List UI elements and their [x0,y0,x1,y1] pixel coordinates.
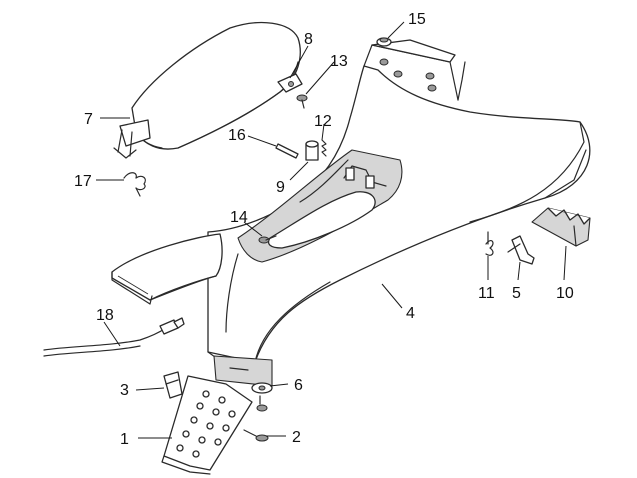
callout-2: 2 [292,429,301,446]
bracket-5-part [507,235,535,265]
clip-3-part [163,371,183,399]
callout-9: 9 [276,179,285,196]
spring-17-part [123,172,146,197]
callout-labels: 1 2 3 4 5 6 7 8 9 10 11 12 13 14 15 16 1… [74,11,574,448]
callout-11: 11 [478,285,495,302]
storage-tray-part [111,233,223,305]
screw-14-part [258,235,277,244]
callout-18: 18 [96,307,114,324]
callout-4: 4 [406,305,415,322]
spring-11-part [485,231,494,256]
clip-part [277,73,303,93]
spring-12-part [321,139,327,157]
rubber-block-10-part [531,207,591,247]
callout-5: 5 [512,285,521,302]
callout-1: 1 [120,431,129,448]
pin-16-part [275,143,299,159]
callout-8: 8 [304,31,313,48]
callout-13: 13 [330,53,348,70]
center-body-part [207,39,591,387]
callout-3: 3 [120,382,129,399]
grommet-15-part [376,37,392,47]
latch-9-part [305,140,319,161]
washer-6-part [251,382,273,412]
callout-17: 17 [74,173,92,190]
callout-16: 16 [228,127,246,144]
callout-6: 6 [294,377,303,394]
footplate-1-part [161,375,253,475]
callout-14: 14 [230,209,248,226]
callout-15: 15 [408,11,426,28]
cable-18-part [43,317,185,357]
callout-7: 7 [84,111,93,128]
callout-12: 12 [314,113,332,130]
screw-2-part [243,429,269,442]
screw-13-part [296,94,308,109]
callout-10: 10 [556,285,574,302]
seat-pad-part [113,21,301,159]
leader-lines [96,21,567,439]
